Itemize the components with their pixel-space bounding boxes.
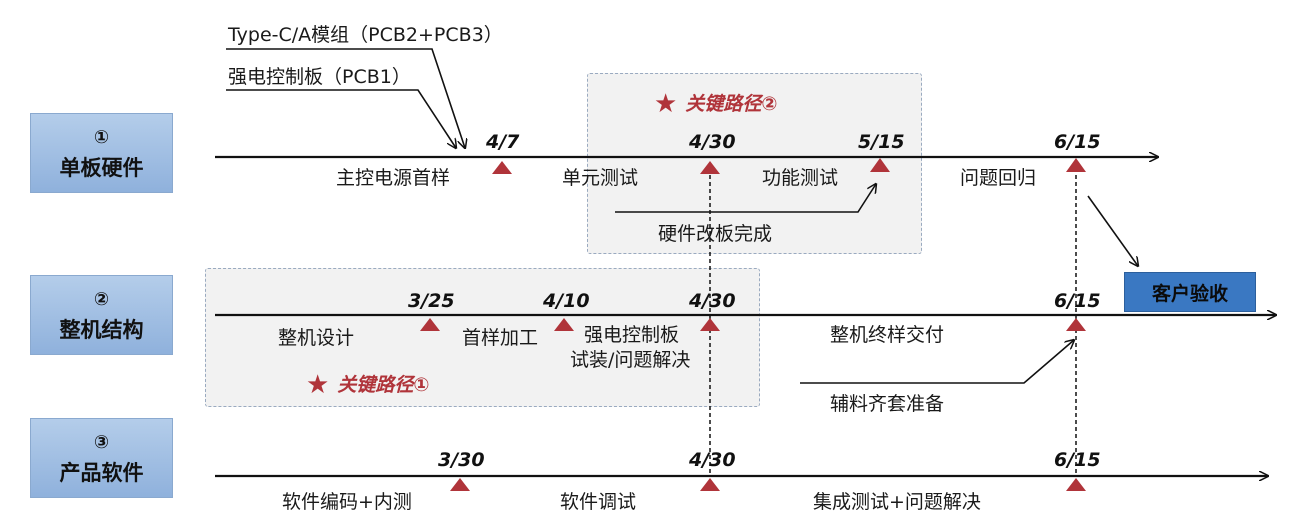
phase-hw-unit-test: 单元测试	[562, 167, 639, 189]
lane-hardware-number: ①	[93, 127, 110, 148]
critical-path-2-text: 关键路径②	[685, 93, 778, 115]
lane-hardware: ① 单板硬件	[30, 113, 173, 193]
phase-st-first-sample: 首样加工	[462, 327, 539, 349]
phase-sw-coding: 软件编码+内测	[282, 491, 412, 513]
rework-callout-leader	[615, 184, 876, 213]
date-st-325: 3/25	[408, 290, 455, 312]
date-st-410: 4/10	[543, 290, 590, 312]
rework-complete-callout: 硬件改板完成	[658, 223, 773, 245]
phase-st-final-delivery: 整机终样交付	[830, 324, 945, 346]
milestone-marker-hw-515	[870, 158, 890, 172]
milestone-marker-hw-430	[700, 161, 720, 174]
critical-path-1-text: 关键路径①	[337, 374, 430, 396]
phase-st-strong-board: 强电控制板	[584, 324, 680, 346]
strong-board-callout: 强电控制板（PCB1）	[228, 66, 411, 88]
lane-hardware-title: 单板硬件	[59, 156, 144, 180]
phase-st-trial-fit: 试装/问题解决	[570, 349, 691, 371]
date-st-615: 6/15	[1054, 290, 1101, 312]
critical-path-2-region	[587, 73, 922, 254]
phase-hw-main-power: 主控电源首样	[336, 167, 451, 189]
milestone-marker-st-615	[1066, 318, 1086, 331]
date-sw-330: 3/30	[438, 449, 485, 471]
customer-acceptance-box: 客户验收	[1124, 272, 1256, 312]
phase-hw-regression: 问题回归	[960, 167, 1037, 189]
critical-path-1-label: ★ 关键路径①	[306, 370, 429, 400]
phase-st-design: 整机设计	[278, 327, 355, 349]
lane-software-title: 产品软件	[59, 461, 144, 485]
date-st-430: 4/30	[689, 290, 736, 312]
lane-structure: ② 整机结构	[30, 275, 173, 355]
accept-leader	[1087, 195, 1138, 266]
aux-callout-leader	[800, 340, 1074, 384]
typec-callout-leader	[226, 48, 465, 148]
date-sw-615: 6/15	[1054, 449, 1101, 471]
milestone-marker-hw-47	[492, 161, 512, 174]
date-hw-430: 4/30	[689, 131, 736, 153]
date-hw-515: 5/15	[858, 131, 905, 153]
strong-board-callout-leader	[226, 89, 456, 148]
milestone-marker-st-410	[554, 318, 574, 331]
phase-sw-integration: 集成测试+问题解决	[813, 491, 981, 513]
phase-hw-function-test: 功能测试	[762, 167, 839, 189]
phase-sw-debug: 软件调试	[560, 491, 637, 513]
milestone-marker-st-430	[700, 318, 720, 331]
critical-path-2-label: ★ 关键路径②	[654, 89, 777, 119]
lane-structure-number: ②	[93, 289, 110, 310]
date-hw-615: 6/15	[1054, 131, 1101, 153]
milestone-marker-sw-330	[450, 478, 470, 491]
lane-software-number: ③	[93, 432, 110, 453]
milestone-marker-hw-615	[1066, 158, 1086, 172]
date-hw-47: 4/7	[486, 131, 520, 153]
lane-structure-title: 整机结构	[59, 318, 144, 342]
critical-path-1-region	[205, 268, 760, 407]
lane-software: ③ 产品软件	[30, 418, 173, 498]
milestone-marker-sw-615	[1066, 478, 1086, 491]
aux-material-callout: 辅料齐套准备	[830, 393, 945, 415]
star-icon: ★	[306, 370, 330, 400]
date-sw-430: 4/30	[689, 449, 736, 471]
typec-module-callout: Type-C/A模组（PCB2+PCB3）	[228, 24, 503, 46]
milestone-marker-sw-430	[700, 478, 720, 491]
star-icon: ★	[654, 89, 678, 119]
milestone-marker-st-325	[420, 318, 440, 331]
